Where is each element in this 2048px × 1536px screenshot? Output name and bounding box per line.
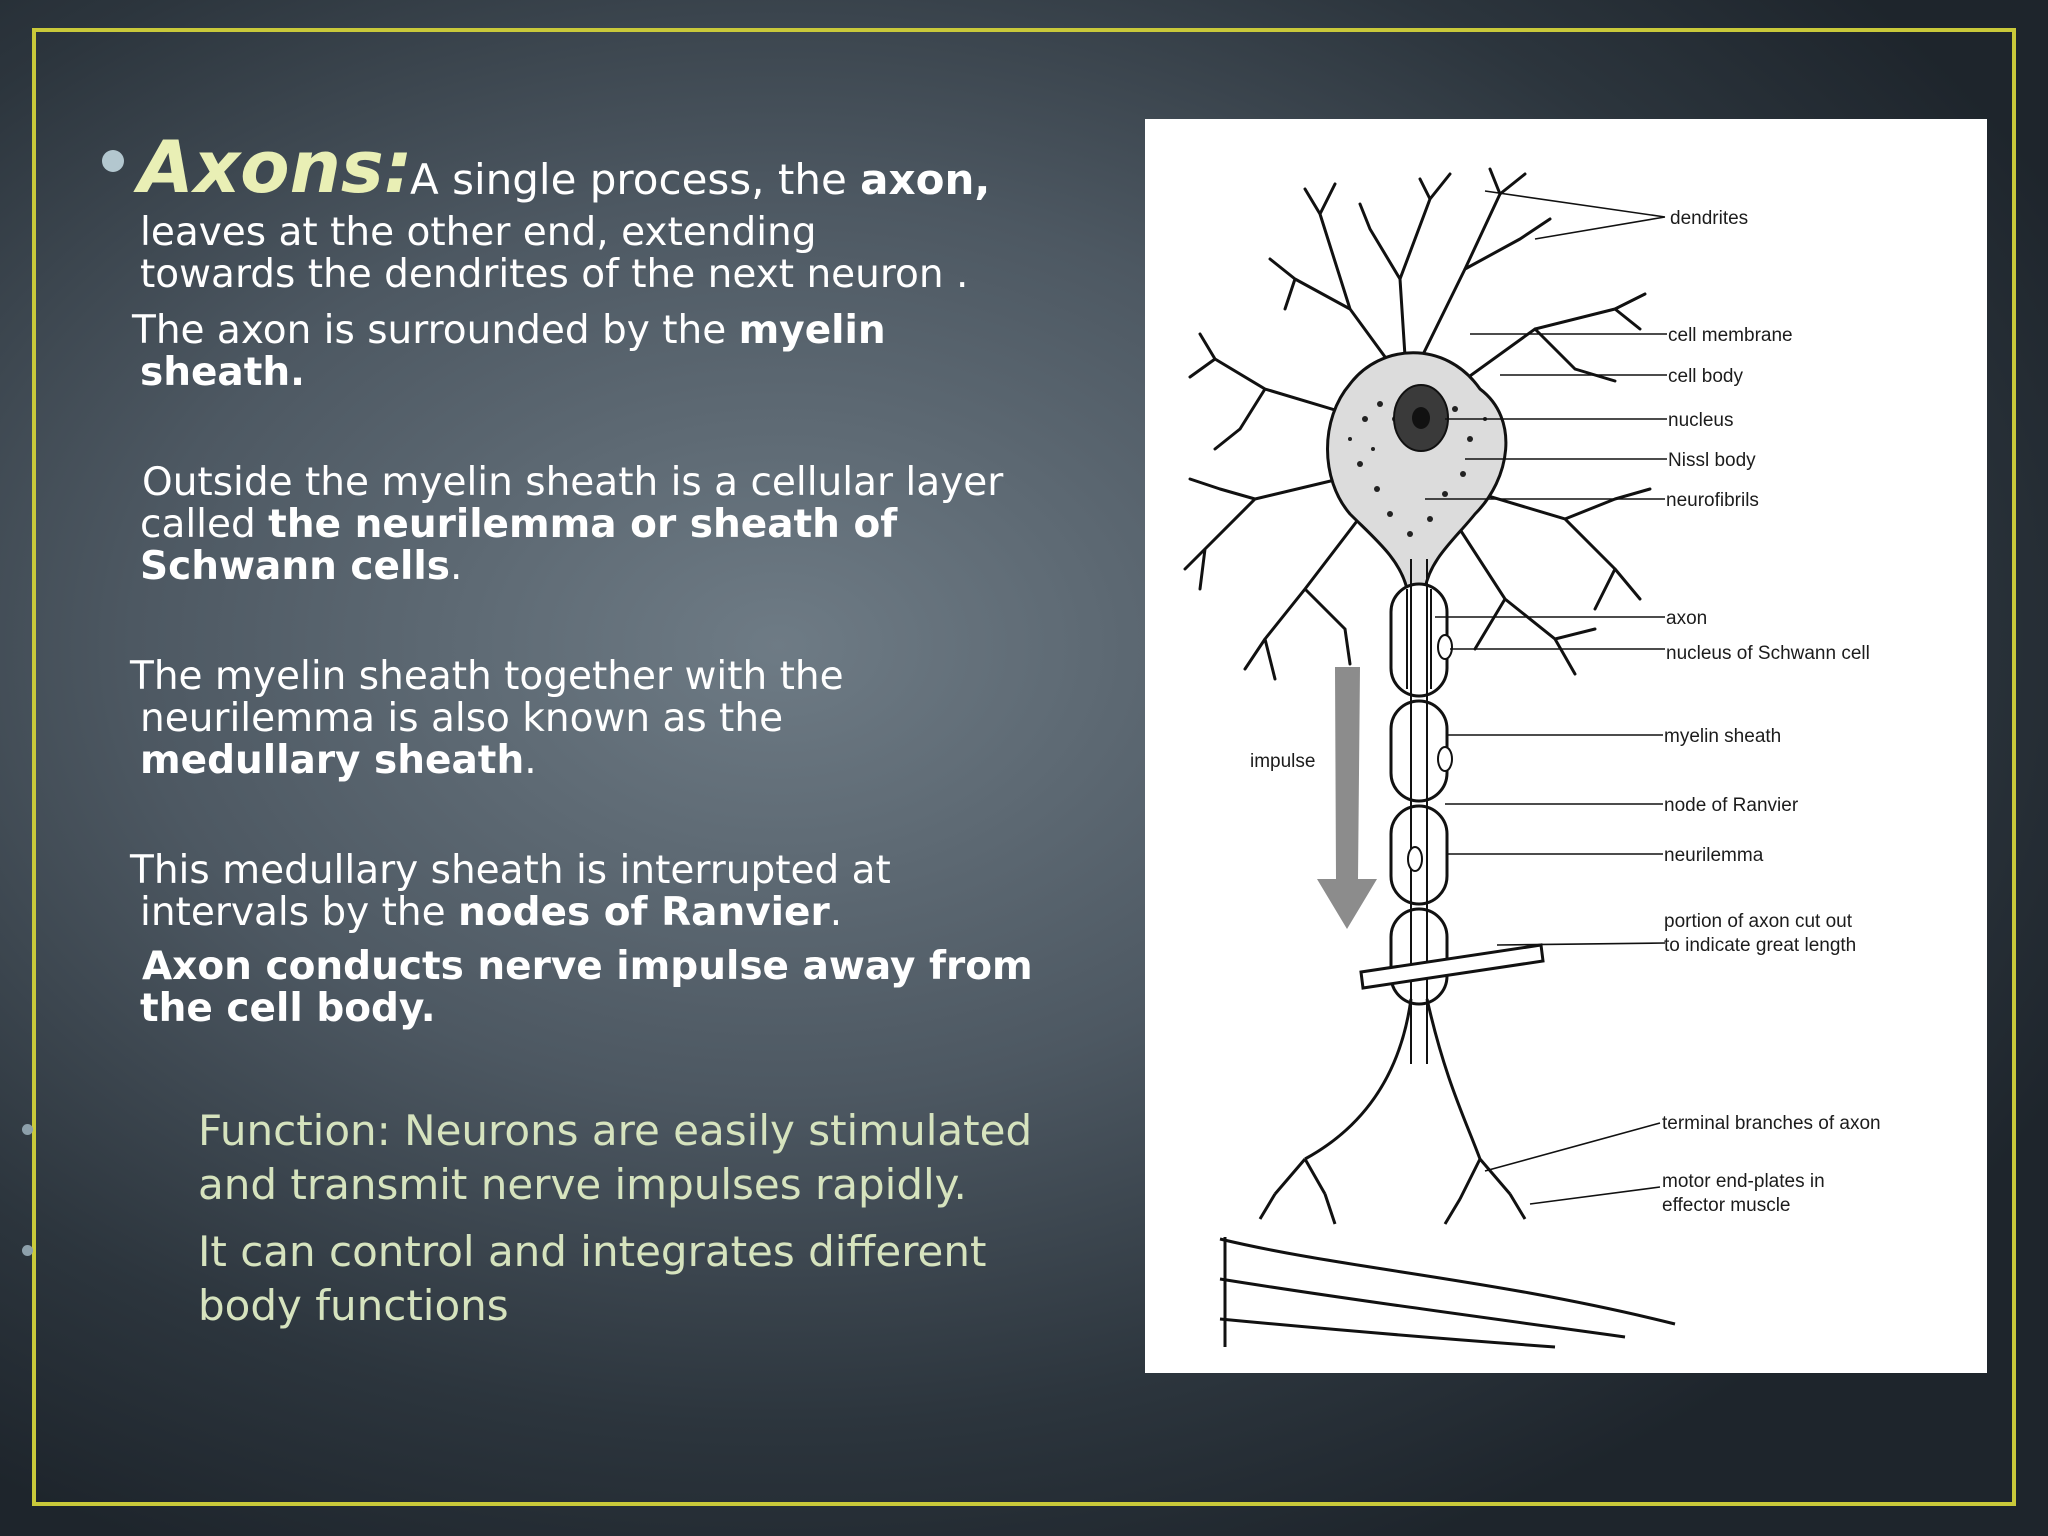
dendrite-branches xyxy=(1183,167,1652,681)
label-axon: axon xyxy=(1666,608,1707,629)
impulse-arrow-icon xyxy=(1317,667,1377,929)
neuron-diagram: dendrites cell membrane cell body nucleu… xyxy=(1145,119,1987,1373)
label-terminal-branches: terminal branches of axon xyxy=(1662,1113,1881,1134)
myelin-line-1: The axon is surrounded by the myelin xyxy=(132,310,886,352)
neurilemma-line-3: Schwann cells. xyxy=(140,546,462,588)
label-node-of-ranvier: node of Ranvier xyxy=(1664,795,1799,816)
label-nucleus: nucleus xyxy=(1668,410,1734,431)
ranvier-line-2: intervals by the nodes of Ranvier. xyxy=(140,892,842,934)
axon-line-2: leaves at the other end, extending xyxy=(140,210,817,255)
label-portion-line-2: to indicate great length xyxy=(1664,935,1856,956)
integrates-line-1: It can control and integrates different xyxy=(198,1227,987,1276)
slide-heading: Axons: xyxy=(138,125,413,209)
label-neurilemma: neurilemma xyxy=(1664,845,1764,866)
cell-body-shape xyxy=(1326,351,1508,591)
function-line-2: and transmit nerve impulses rapidly. xyxy=(198,1160,967,1209)
terminal-branches xyxy=(1258,998,1527,1225)
lead-text: A single process, the xyxy=(410,155,847,204)
sub-bullet-dot xyxy=(22,1124,33,1135)
label-myelin-sheath: myelin sheath xyxy=(1664,726,1781,747)
label-portion-line-1: portion of axon cut out xyxy=(1664,911,1853,932)
myelin-segments xyxy=(1389,582,1449,1006)
nucleolus-shape xyxy=(1412,407,1430,429)
label-motor-line-1: motor end-plates in xyxy=(1662,1171,1825,1192)
label-impulse: impulse xyxy=(1250,751,1315,772)
leader-lines xyxy=(1425,190,1667,1205)
schwann-bold: Schwann cells xyxy=(140,544,450,589)
medullary-end: . xyxy=(524,738,537,783)
integrates-line-2: body functions xyxy=(198,1281,509,1330)
axon-fibers xyxy=(1406,559,1432,1064)
label-dendrites: dendrites xyxy=(1670,208,1748,229)
neurilemma-text: called xyxy=(140,502,256,547)
label-cell-body: cell body xyxy=(1668,366,1743,387)
slide-frame xyxy=(32,28,2016,1506)
ranvier-text: intervals by the xyxy=(140,890,446,935)
neurilemma-line-1: Outside the myelin sheath is a cellular … xyxy=(142,460,1004,505)
label-motor-line-2: effector muscle xyxy=(1662,1195,1790,1216)
sub-bullet-dot xyxy=(22,1245,33,1256)
ranvier-bold: nodes of Ranvier xyxy=(458,890,830,935)
lead-bold: axon, xyxy=(860,155,991,204)
myelin-bold: myelin xyxy=(738,308,886,353)
neuron-diagram-svg: dendrites cell membrane cell body nucleu… xyxy=(1183,167,1881,1349)
axon-line-3: towards the dendrites of the next neuron… xyxy=(140,252,969,297)
neurilemma-line-2: called the neurilemma or sheath of xyxy=(140,504,897,546)
medullary-line-2: neurilemma is also known as the xyxy=(140,696,784,741)
medullary-line-3: medullary sheath. xyxy=(140,740,537,782)
label-neurofibrils: neurofibrils xyxy=(1666,490,1759,511)
label-nucleus-schwann: nucleus of Schwann cell xyxy=(1666,643,1870,664)
neurilemma-bold: the neurilemma or sheath of xyxy=(268,502,898,547)
schwann-nuclei xyxy=(1407,634,1453,872)
myelin-line-2: sheath. xyxy=(140,350,305,395)
medullary-bold: medullary sheath xyxy=(140,738,525,783)
medullary-line-1: The myelin sheath together with the xyxy=(130,654,844,699)
label-nissl-body: Nissl body xyxy=(1668,450,1756,471)
bullet-dot xyxy=(102,150,124,172)
ranvier-line-1: This medullary sheath is interrupted at xyxy=(130,848,891,893)
function-line-1: Function: Neurons are easily stimulated xyxy=(198,1106,1033,1155)
conducts-line-2: the cell body. xyxy=(140,986,436,1031)
schwann-end: . xyxy=(449,544,463,589)
label-cell-membrane: cell membrane xyxy=(1668,325,1793,346)
conducts-line-1: Axon conducts nerve impulse away from xyxy=(142,944,1033,989)
myelin-text: The axon is surrounded by the xyxy=(132,308,727,353)
muscle-fibers xyxy=(1219,1237,1676,1349)
lead-line: A single process, the axon, xyxy=(410,156,990,204)
ranvier-end: . xyxy=(829,890,843,935)
cut-bar xyxy=(1359,943,1545,990)
